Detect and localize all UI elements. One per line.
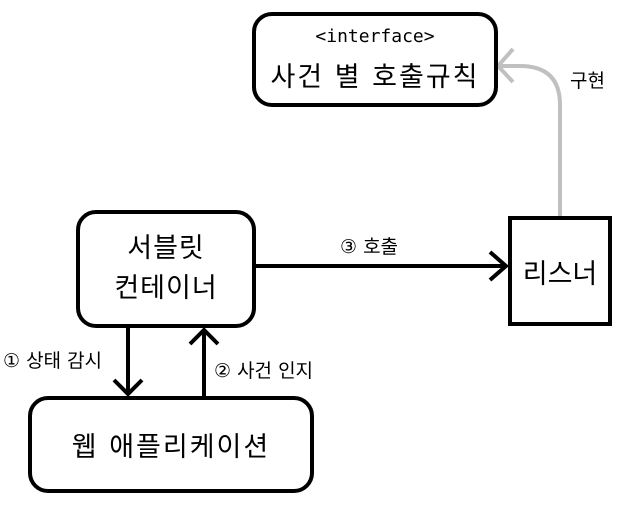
detect-label: ② 사건 인지 (214, 360, 314, 382)
listener-node: 리스너 (508, 216, 612, 326)
call-arrowhead (488, 250, 510, 282)
servlet-container-line2: 컨테이너 (114, 273, 218, 304)
interface-name: 사건 별 호출규칙 (270, 61, 480, 93)
web-app-name: 웹 애플리케이션 (71, 432, 271, 463)
call-label: ③ 호출 (340, 236, 399, 258)
monitor-arrowhead (112, 378, 144, 397)
monitor-label: ① 상태 감시 (3, 350, 103, 372)
detect-arrowhead (188, 327, 220, 346)
web-app-node: 웹 애플리케이션 (28, 396, 314, 493)
interface-node: <interface> 사건 별 호출규칙 (252, 12, 498, 107)
servlet-container-node: 서블릿 컨테이너 (76, 210, 256, 328)
implements-label: 구현 (570, 70, 605, 92)
interface-stereotype: <interface> (315, 25, 435, 47)
servlet-container-line1: 서블릿 (127, 233, 205, 264)
implements-arrowhead (495, 47, 515, 84)
listener-name: 리스너 (522, 258, 598, 290)
implements-arrow (500, 64, 562, 216)
